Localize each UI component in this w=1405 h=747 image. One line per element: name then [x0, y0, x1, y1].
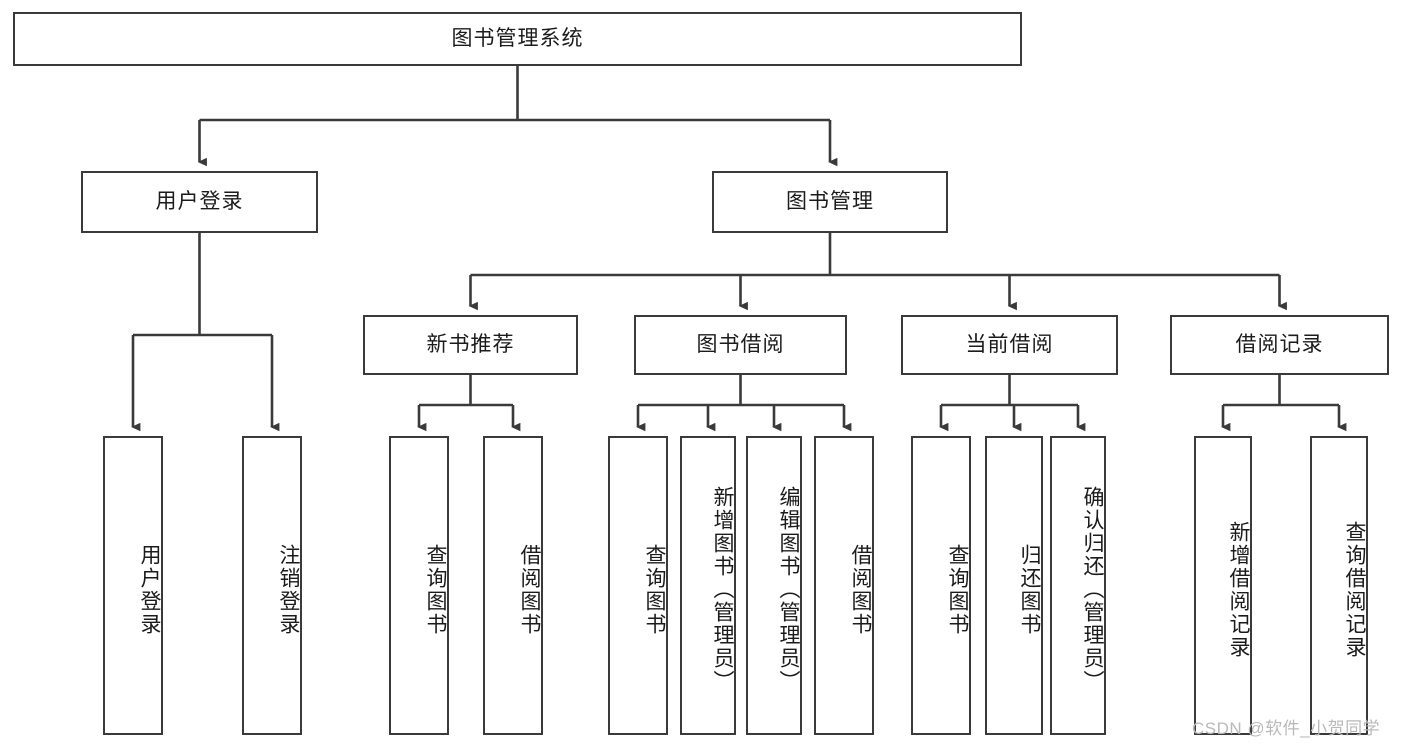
node-leaf-rec-2[interactable]: 查询借阅记录: [1310, 436, 1368, 735]
node-leaf-bor-1[interactable]: 查询图书: [608, 436, 668, 735]
node-label: 图书借阅: [696, 333, 785, 357]
node-leaf-cur-2[interactable]: 归还图书: [985, 436, 1043, 735]
node-label: 图书管理: [786, 190, 874, 214]
node-login[interactable]: 用户登录: [81, 171, 318, 233]
node-label: 查询借阅记录: [1343, 520, 1366, 659]
node-records[interactable]: 借阅记录: [1170, 315, 1389, 375]
node-label: 图书管理系统: [451, 27, 584, 51]
node-label: 新增借阅记录: [1227, 520, 1250, 659]
node-leaf-cur-1[interactable]: 查询图书: [911, 436, 971, 735]
node-label: 确认归还（管理员）: [1081, 486, 1104, 693]
node-label: 当前借阅: [965, 333, 1054, 357]
node-label: 用户登录: [138, 543, 161, 636]
node-leaf-bor-2[interactable]: 新增图书（管理员）: [680, 436, 736, 735]
node-label: 新书推荐: [426, 333, 515, 357]
node-leaf-new-2[interactable]: 借阅图书: [483, 436, 543, 735]
csdn-watermark: CSDN @软件_小贺同学: [1192, 719, 1381, 738]
node-label: 查询图书: [643, 543, 666, 636]
node-leaf-new-1[interactable]: 查询图书: [389, 436, 449, 735]
node-label: 归还图书: [1018, 543, 1041, 636]
node-label: 用户登录: [155, 190, 244, 214]
node-leaf-bor-4[interactable]: 借阅图书: [814, 436, 874, 735]
node-root[interactable]: 图书管理系统: [13, 12, 1022, 66]
node-leaf-login-2[interactable]: 注销登录: [242, 436, 302, 735]
node-bookmgmt[interactable]: 图书管理: [712, 171, 948, 233]
node-label: 注销登录: [277, 543, 300, 636]
node-label: 编辑图书（管理员）: [777, 486, 800, 693]
node-label: 借阅图书: [849, 543, 872, 636]
node-leaf-rec-1[interactable]: 新增借阅记录: [1194, 436, 1252, 735]
node-label: 查询图书: [946, 543, 969, 636]
node-leaf-login-1[interactable]: 用户登录: [103, 436, 163, 735]
node-leaf-cur-3[interactable]: 确认归还（管理员）: [1050, 436, 1106, 735]
node-label: 借阅记录: [1235, 333, 1324, 357]
node-borrow[interactable]: 图书借阅: [634, 315, 847, 375]
node-label: 借阅图书: [518, 543, 541, 636]
node-current[interactable]: 当前借阅: [901, 315, 1118, 375]
node-label: 新增图书（管理员）: [711, 486, 734, 693]
node-newbook[interactable]: 新书推荐: [363, 315, 578, 375]
node-label: 查询图书: [424, 543, 447, 636]
node-leaf-bor-3[interactable]: 编辑图书（管理员）: [746, 436, 802, 735]
